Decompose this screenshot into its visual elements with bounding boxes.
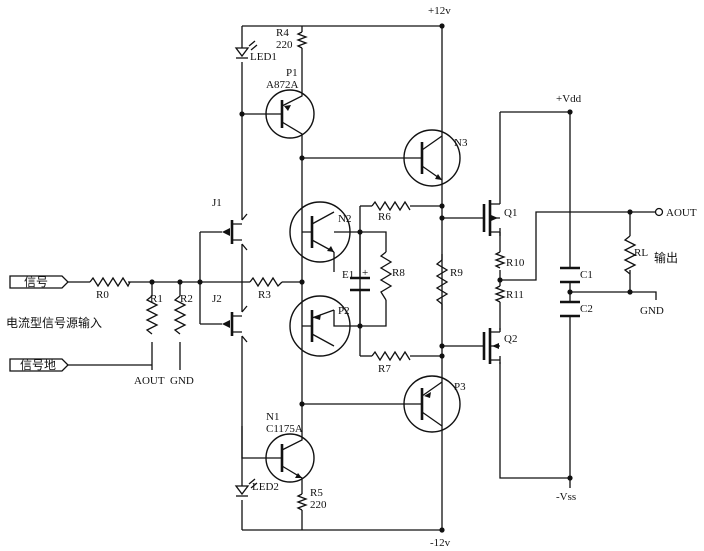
n3-transistor [403, 129, 461, 187]
e1-capacitor [350, 232, 370, 326]
gnd-left-label: GND [170, 375, 194, 387]
r9-label: R9 [450, 267, 463, 279]
r1-resistor [145, 295, 159, 335]
q1-label: Q1 [504, 207, 517, 219]
r5-label: R5 [310, 487, 323, 499]
pos12-rail-label: +12v [428, 5, 451, 17]
r5-value: 220 [310, 499, 327, 511]
signal-ground-terminal: 信号地 [9, 358, 69, 372]
r3-label: R3 [258, 289, 271, 301]
n3-label: N3 [454, 137, 468, 149]
p2-label: P2 [338, 305, 350, 317]
n1-part-label: C1175A [266, 423, 303, 435]
r7-label: R7 [378, 363, 391, 375]
j1-label: J1 [212, 197, 222, 209]
led2-label: LED2 [252, 481, 279, 493]
rl-resistor [623, 235, 637, 275]
aout-left-label: AOUT [134, 375, 165, 387]
r8-label: R8 [392, 267, 405, 279]
labels: +12v -12v +Vdd -Vss R4 220 LED1 P1 A872A… [6, 5, 697, 549]
r5-resistor [296, 493, 308, 511]
r0-label: R0 [96, 289, 109, 301]
r4-value: 220 [276, 39, 293, 51]
vdd-rail-label: +Vdd [556, 93, 582, 105]
q1-mosfet [482, 200, 501, 236]
n2-label: N2 [338, 213, 351, 225]
p1-transistor [262, 78, 315, 148]
r9-resistor [435, 259, 449, 305]
signal-terminal: 信号 [9, 275, 69, 289]
wires [68, 25, 657, 531]
e1-plus-label: + [362, 267, 368, 279]
r2-resistor [173, 295, 187, 335]
led1-label: LED1 [250, 51, 277, 63]
j2-label: J2 [212, 293, 222, 305]
r11-resistor [494, 285, 506, 303]
c1-label: C1 [580, 269, 593, 281]
r8-resistor [379, 251, 393, 301]
q2-label: Q2 [504, 333, 517, 345]
e1-label: E1 [342, 269, 354, 281]
rl-label: RL [634, 247, 648, 259]
n2-transistor [289, 201, 351, 263]
c2-capacitor [560, 300, 580, 318]
aout-output-terminal [654, 207, 664, 217]
r2-label: R2 [180, 293, 193, 305]
input-desc-label: 电流型信号源输入 [6, 315, 102, 330]
c1-capacitor [560, 266, 580, 284]
r11-label: R11 [506, 289, 524, 301]
signal-ground-label: 信号地 [20, 358, 56, 372]
j1-jfet [222, 213, 248, 251]
c2-label: C2 [580, 303, 593, 315]
vss-rail-label: -Vss [556, 491, 576, 503]
gnd-right-label: GND [640, 305, 664, 317]
p1-label: P1 [286, 67, 298, 79]
r7-resistor [371, 350, 411, 362]
r0-resistor [89, 276, 131, 288]
r3-resistor [249, 276, 283, 288]
capacitors [350, 232, 580, 326]
p2-transistor [289, 295, 351, 357]
r10-label: R10 [506, 257, 525, 269]
q2-mosfet [482, 328, 501, 364]
r6-resistor [371, 200, 411, 212]
r4-resistor [296, 31, 308, 49]
r6-label: R6 [378, 211, 391, 223]
n1-transistor [262, 430, 315, 484]
j2-jfet [222, 305, 248, 343]
led2-symbol [234, 478, 258, 497]
p1-part-label: A872A [266, 79, 298, 91]
p3-label: P3 [454, 381, 466, 393]
output-desc-label: 输出 [654, 250, 678, 265]
led1-symbol [234, 40, 258, 59]
signal-label: 信号 [24, 275, 48, 289]
r1-label: R1 [150, 293, 163, 305]
neg12-rail-label: -12v [430, 537, 451, 549]
r4-label: R4 [276, 27, 289, 39]
resistors [89, 31, 637, 511]
n1-label: N1 [266, 411, 279, 423]
aout-right-label: AOUT [666, 207, 697, 219]
p3-transistor [403, 375, 461, 433]
junctions [149, 23, 633, 533]
r10-resistor [494, 251, 506, 269]
